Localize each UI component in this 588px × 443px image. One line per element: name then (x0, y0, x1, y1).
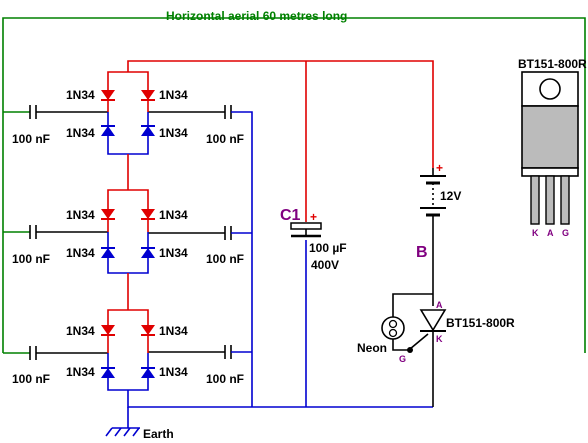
diode-label: 1N34 (66, 208, 95, 222)
diode-labels: 1N34 1N34 1N34 1N34 1N34 1N34 1N34 1N34 … (66, 88, 188, 379)
diode-label: 1N34 (66, 324, 95, 338)
bridge-stage-2 (101, 189, 155, 274)
c1-capacitor (290, 222, 322, 238)
scr-symbol (407, 309, 447, 407)
cap-label: 100 nF (206, 372, 244, 386)
c1-name: C1 (280, 207, 301, 224)
scr-pin-a: A (436, 300, 443, 310)
aerial-label: Horizontal aerial 60 metres long (166, 9, 347, 23)
diode-label: 1N34 (159, 324, 188, 338)
neon-lamp (381, 293, 433, 351)
positive-rail (127, 60, 434, 222)
diode-label: 1N34 (66, 246, 95, 260)
cap-label: 100 nF (206, 132, 244, 146)
aerial-wiring (2, 17, 586, 354)
scr-pin-k: K (436, 334, 443, 344)
package-name: BT151-800R (518, 57, 587, 71)
diode-label: 1N34 (159, 208, 188, 222)
cap-label: 100 nF (12, 372, 50, 386)
diode-label: 1N34 (66, 126, 95, 140)
left-capacitors (29, 105, 108, 360)
diode-label: 1N34 (159, 88, 188, 102)
package-pin-a: A (547, 228, 554, 238)
capacitor-labels: 100 nF 100 nF 100 nF 100 nF 100 nF 100 n… (12, 132, 244, 386)
battery-voltage: 12V (440, 189, 461, 203)
cap-label: 100 nF (206, 252, 244, 266)
package-pin-k: K (532, 228, 539, 238)
battery-plus: + (436, 161, 443, 175)
earth-bus (127, 240, 433, 428)
bridge-stage-3 (101, 309, 155, 391)
scr-pin-g: G (399, 354, 406, 364)
c1-value: 100 µF (309, 241, 347, 255)
c1-plus: + (310, 210, 317, 224)
to220-package (521, 71, 579, 225)
bridge-stage-1 (101, 71, 155, 155)
node-b-label: B (416, 244, 428, 261)
diode-label: 1N34 (66, 88, 95, 102)
earth-symbol (105, 427, 140, 437)
diode-label: 1N34 (159, 365, 188, 379)
diode-label: 1N34 (159, 126, 188, 140)
c1-voltage: 400V (311, 258, 339, 272)
cap-label: 100 nF (12, 132, 50, 146)
scr-name: BT151-800R (446, 316, 515, 330)
diode-label: 1N34 (66, 365, 95, 379)
right-capacitors (148, 105, 253, 407)
battery (420, 168, 446, 306)
earth-label: Earth (143, 427, 174, 441)
neon-label: Neon (357, 341, 387, 355)
package-pin-g: G (562, 228, 569, 238)
diode-label: 1N34 (159, 246, 188, 260)
cap-label: 100 nF (12, 252, 50, 266)
